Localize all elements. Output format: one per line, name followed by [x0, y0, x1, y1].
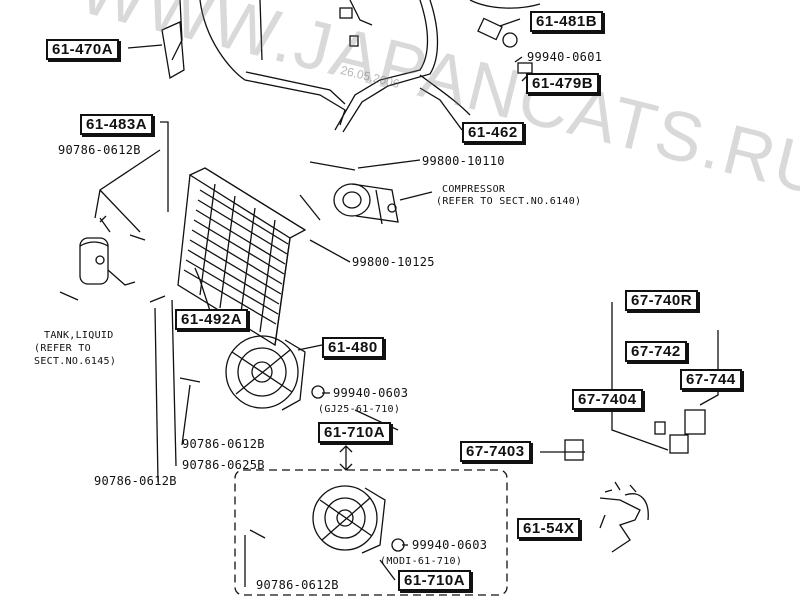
label-90786-0612B-low: 90786-0612B [94, 474, 177, 488]
liquid-tank [79, 237, 136, 286]
suction-pipe [334, 0, 429, 131]
cooling-fan-2 [312, 485, 386, 554]
part-box-61-710A[interactable]: 61-710A [318, 422, 392, 443]
part-box-61-710A-modi[interactable]: 61-710A [398, 570, 472, 591]
label-gj25-61-710: (GJ25-61-710) [318, 404, 401, 415]
cooling-fan-1 [225, 335, 306, 411]
label-compressor-ref: (REFER TO SECT.NO.6140) [436, 196, 582, 207]
discharge-hose [171, 0, 346, 126]
label-compressor: COMPRESSOR [442, 184, 506, 195]
compressor [299, 161, 399, 225]
label-90786-0612B-top: 90786-0612B [58, 143, 141, 157]
part-box-61-492A[interactable]: 61-492A [175, 309, 249, 330]
label-99940-0603: 99940-0603 [333, 386, 409, 400]
label-99800-10125: 99800-10125 [352, 255, 435, 269]
wiring-harness [599, 481, 649, 553]
label-tank-ref: (REFER TO [34, 343, 91, 354]
part-box-67-7403[interactable]: 67-7403 [460, 441, 531, 462]
part-box-61-483A[interactable]: 61-483A [80, 114, 154, 135]
label-99940-0601: 99940-0601 [527, 50, 603, 64]
pipe-fitting [339, 7, 353, 19]
label-tank-sect: SECT.NO.6145) [34, 356, 117, 367]
part-box-67-742[interactable]: 67-742 [625, 341, 687, 362]
label-tank-liquid: TANK,LIQUID [44, 330, 114, 341]
part-box-61-481B[interactable]: 61-481B [530, 11, 604, 32]
part-box-61-54X[interactable]: 61-54X [517, 518, 581, 539]
label-modi-61-710: (MODI-61-710) [380, 556, 463, 567]
part-box-61-470A[interactable]: 61-470A [46, 39, 120, 60]
part-box-61-462[interactable]: 61-462 [462, 122, 524, 143]
label-90786-0612B-mid: 90786-0612B [182, 437, 265, 451]
part-box-61-479B[interactable]: 61-479B [526, 73, 600, 94]
label-99940-0603-modi: 99940-0603 [412, 538, 488, 552]
part-box-61-480[interactable]: 61-480 [322, 337, 384, 358]
part-box-67-744[interactable]: 67-744 [680, 369, 742, 390]
label-90786-0612B-bottom: 90786-0612B [256, 578, 339, 592]
bracket [161, 21, 185, 80]
relay [564, 439, 584, 461]
label-99800-10110: 99800-10110 [422, 154, 505, 168]
part-box-67-740R[interactable]: 67-740R [625, 290, 699, 311]
part-box-67-7404[interactable]: 67-7404 [572, 389, 643, 410]
label-90786-0625B: 90786-0625B [182, 458, 265, 472]
